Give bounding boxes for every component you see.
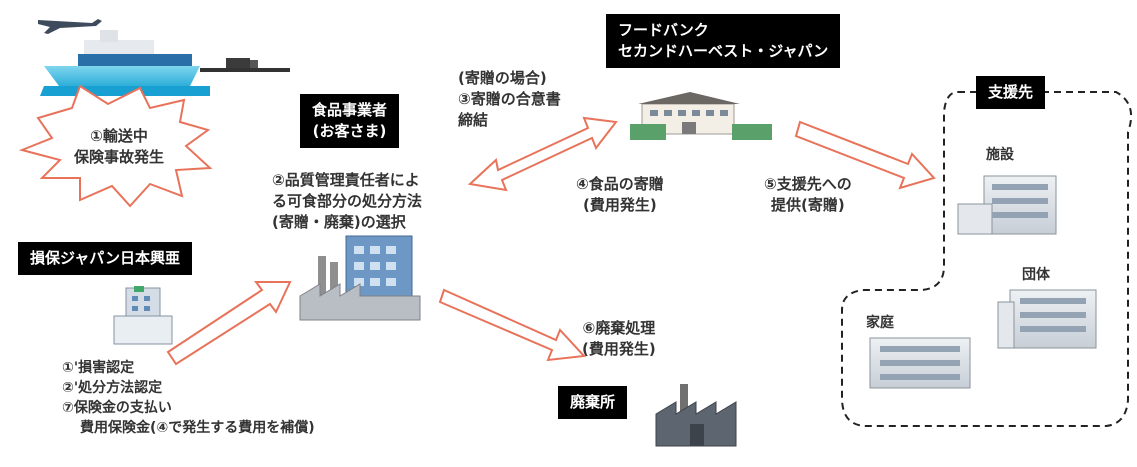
accident-text: ①輸送中 保険事故発生 — [74, 126, 164, 168]
label-group: 団体 — [1022, 267, 1050, 283]
provide-support-line1: ⑤支援先への — [764, 175, 852, 193]
food-bank-box: フードバンク セカンドハーベスト・ジャパン — [606, 14, 841, 68]
insurer-box: 損保ジャパン日本興亜 — [18, 242, 193, 275]
insurer-steps-text: ①'損害認定 ②'処分方法認定 ⑦保険金の支払い 費用保険金(④で発生する費用を… — [62, 358, 315, 438]
disposal-name: 廃棄所 — [570, 393, 616, 411]
food-bank-name-line1: フードバンク — [618, 21, 709, 39]
factory-icon — [299, 235, 421, 321]
arrow-foodbank-to-support — [794, 120, 936, 190]
quality-manager-text: ②品質管理責任者によ る可食部分の処分方法 (寄贈・廃棄)の選択 — [272, 170, 422, 233]
quality-manager-line2: る可食部分の処分方法 — [272, 192, 423, 210]
food-business-box: 食品事業者 (お客さま) — [300, 94, 400, 148]
insurer-name: 損保ジャパン日本興亜 — [30, 249, 181, 267]
food-donation-line2: (費用発生) — [582, 196, 657, 214]
provide-support-text: ⑤支援先への 提供(寄贈) — [764, 174, 852, 216]
cargo-ship-icon — [40, 30, 210, 96]
support-region-outline — [841, 91, 1132, 427]
support-group-building-icon — [997, 289, 1097, 349]
insurer-step-1: ①'損害認定 — [62, 360, 135, 376]
label-facility: 施設 — [986, 147, 1014, 163]
provide-support-line2: 提供(寄贈) — [770, 196, 845, 214]
donation-case-line2: ③寄贈の合意書 — [458, 90, 561, 108]
disposal-process-line1: ⑥廃棄処理 — [582, 319, 656, 337]
donation-case-text: (寄贈の場合) ③寄贈の合意書 締結 — [458, 68, 561, 131]
support-box: 支援先 — [976, 76, 1046, 109]
insurer-step-3: ⑦保険金の支払い — [62, 400, 172, 416]
insurer-building-icon — [113, 286, 173, 345]
food-business-subtitle: (お客さま) — [312, 122, 387, 140]
food-donation-text: ④食品の寄贈 (費用発生) — [576, 174, 664, 216]
insurer-step-2: ②'処分方法認定 — [62, 380, 163, 396]
food-donation-line1: ④食品の寄贈 — [576, 175, 664, 193]
accident-line2: 保険事故発生 — [74, 148, 165, 166]
truck-icon — [200, 58, 290, 72]
support-name: 支援先 — [988, 83, 1034, 101]
disposal-facility-icon — [655, 384, 737, 447]
label-household: 家庭 — [866, 315, 894, 331]
quality-manager-line1: ②品質管理責任者によ — [272, 171, 420, 189]
disposal-process-text: ⑥廃棄処理 (費用発生) — [582, 318, 656, 360]
food-bank-name-line2: セカンドハーベスト・ジャパン — [618, 42, 829, 60]
disposal-box: 廃棄所 — [558, 386, 628, 419]
arrow-insurer-to-business — [166, 281, 292, 366]
accident-burst-icon — [18, 84, 213, 208]
accident-line1: ①輸送中 — [90, 127, 148, 145]
donation-case-line3: 締結 — [458, 111, 489, 129]
quality-manager-line3: (寄贈・廃棄)の選択 — [272, 213, 406, 231]
food-bank-building-icon — [630, 92, 772, 140]
food-business-name: 食品事業者 — [312, 101, 388, 119]
disposal-process-line2: (費用発生) — [582, 340, 656, 358]
support-facility-building-icon — [957, 175, 1057, 235]
donation-case-line1: (寄贈の場合) — [458, 69, 547, 87]
support-household-building-icon — [869, 337, 971, 389]
arrow-business-foodbank — [467, 116, 618, 192]
airplane-icon — [38, 19, 102, 34]
insurer-step-4: 費用保険金(④で発生する費用を補償) — [80, 420, 315, 436]
arrow-business-to-disposal — [438, 288, 587, 362]
